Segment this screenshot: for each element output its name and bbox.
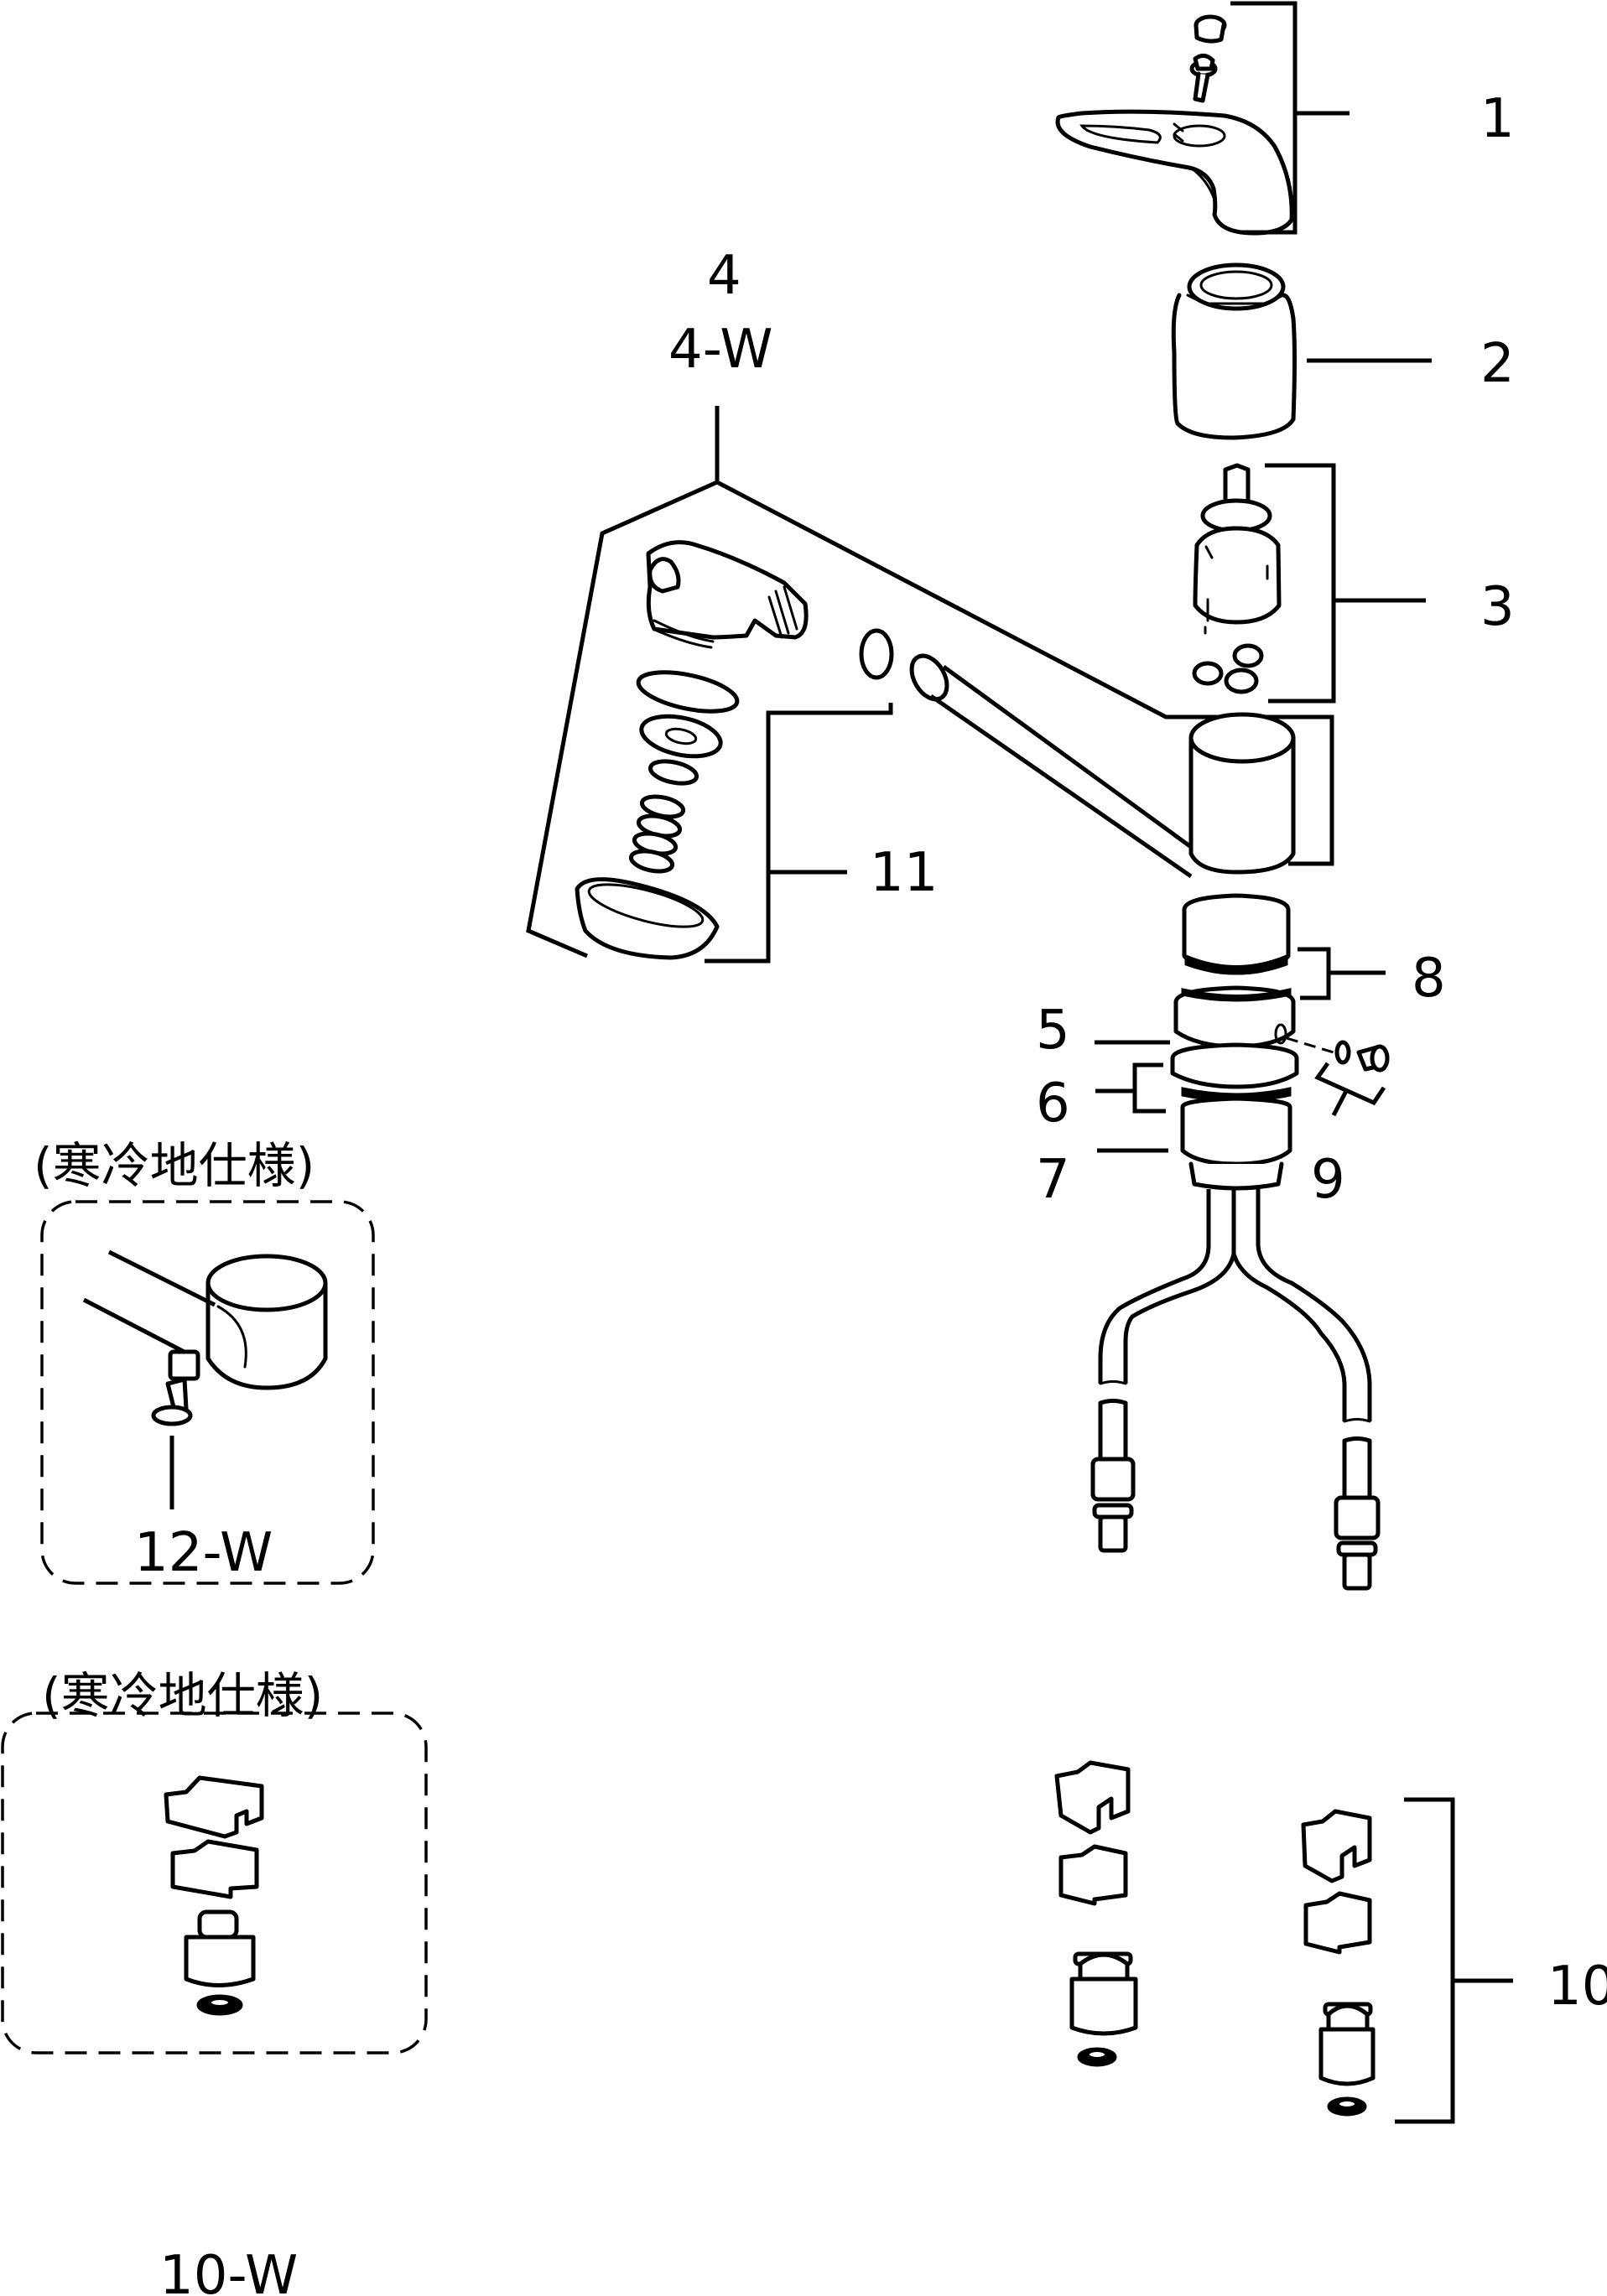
part-3-cartridge[interactable] xyxy=(1192,463,1426,704)
shower-cap-nut xyxy=(575,877,720,960)
part-2-cover-nut[interactable] xyxy=(1171,262,1432,440)
part-1-handle-group[interactable] xyxy=(1055,1,1350,236)
inset-10w xyxy=(1,1712,428,2054)
bracket-9 xyxy=(1314,1062,1386,1117)
spout-o-ring xyxy=(859,628,894,680)
callout-label-5: 5 xyxy=(1036,1000,1070,1062)
callout-label-12w: 12-W xyxy=(134,1522,273,1584)
inset-12w xyxy=(40,1200,375,1585)
bracket-3 xyxy=(1265,463,1426,704)
callout-label-2: 2 xyxy=(1480,333,1515,395)
bracket-8 xyxy=(1298,947,1386,1000)
callout-label-7: 7 xyxy=(1036,1149,1070,1211)
callout-label-11: 11 xyxy=(870,842,938,904)
inset-10w-caption: (寒冷地仕様) xyxy=(42,1667,323,1724)
shower-seals xyxy=(628,670,740,874)
group-4-outline xyxy=(526,406,1334,958)
callout-label-9: 9 xyxy=(1311,1149,1345,1211)
part-10-supply-fittings[interactable] xyxy=(1301,1797,1513,2124)
callout-label-6: 6 xyxy=(1036,1073,1070,1135)
cartridge-seals xyxy=(1192,643,1264,694)
bracket-6 xyxy=(1095,1062,1166,1114)
supply-hoses[interactable] xyxy=(1090,1189,1381,1591)
handle-screw xyxy=(1189,54,1218,103)
handle-cap xyxy=(1194,14,1227,44)
left-supply-fittings[interactable] xyxy=(1054,1760,1138,2067)
bracket-10 xyxy=(1395,1797,1513,2124)
callout-label-10w: 10-W xyxy=(159,2245,298,2296)
callout-label-4w: 4-W xyxy=(668,319,773,381)
callout-label-4: 4 xyxy=(707,245,741,307)
callout-label-10: 10 xyxy=(1547,1956,1607,2018)
bracket-11 xyxy=(705,703,893,964)
bracket-1 xyxy=(1230,1,1350,235)
spout-pipe[interactable] xyxy=(904,650,1296,879)
callout-label-1: 1 xyxy=(1480,88,1515,150)
valve-body[interactable] xyxy=(1170,893,1334,1191)
callout-label-3: 3 xyxy=(1480,576,1515,638)
callout-label-8: 8 xyxy=(1412,948,1446,1010)
inset-12w-caption: (寒冷地仕様) xyxy=(34,1137,315,1194)
set-screw-9 xyxy=(1334,1040,1390,1073)
shower-head[interactable] xyxy=(646,540,809,649)
lever-handle xyxy=(1055,109,1294,236)
